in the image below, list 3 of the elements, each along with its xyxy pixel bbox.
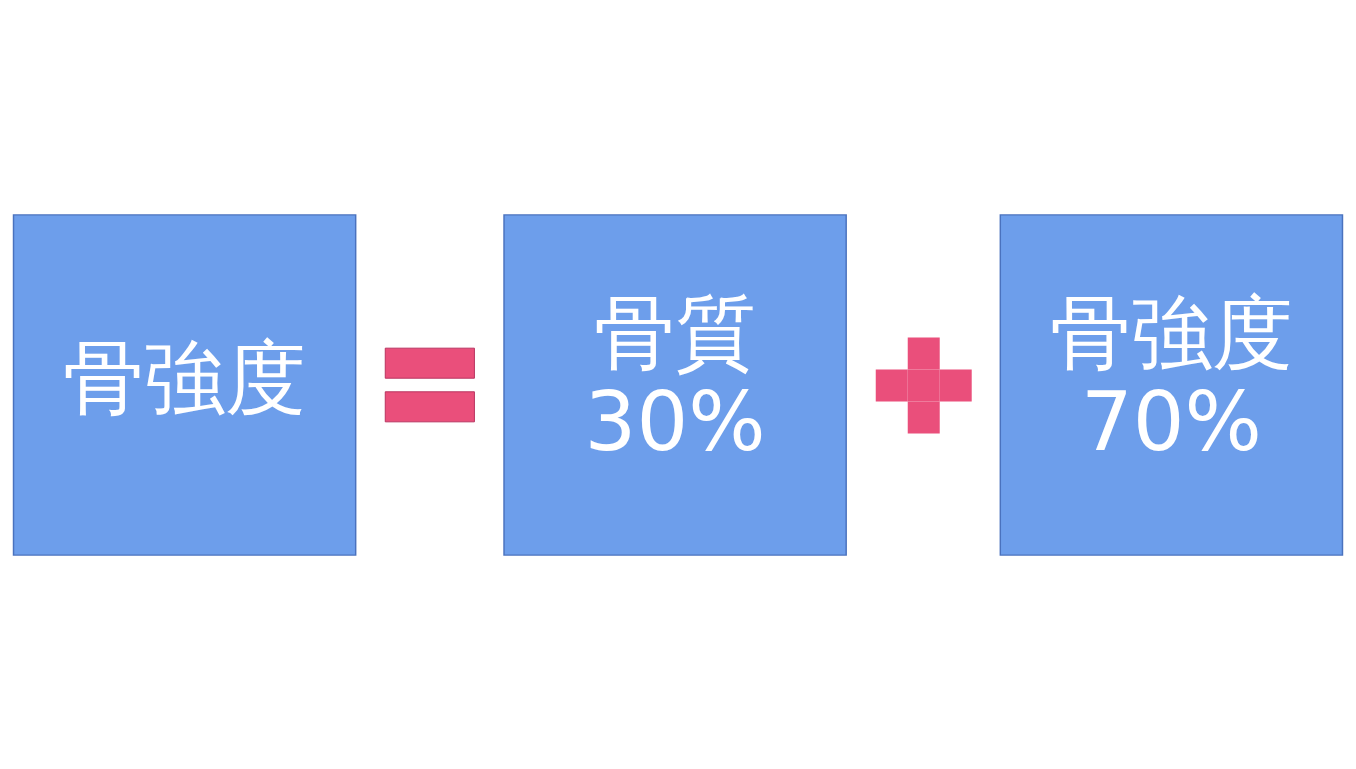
node-box: 骨質 30%	[503, 213, 847, 556]
node-box: 骨強度 70%	[999, 213, 1344, 556]
node-box: 骨強度	[12, 213, 357, 556]
